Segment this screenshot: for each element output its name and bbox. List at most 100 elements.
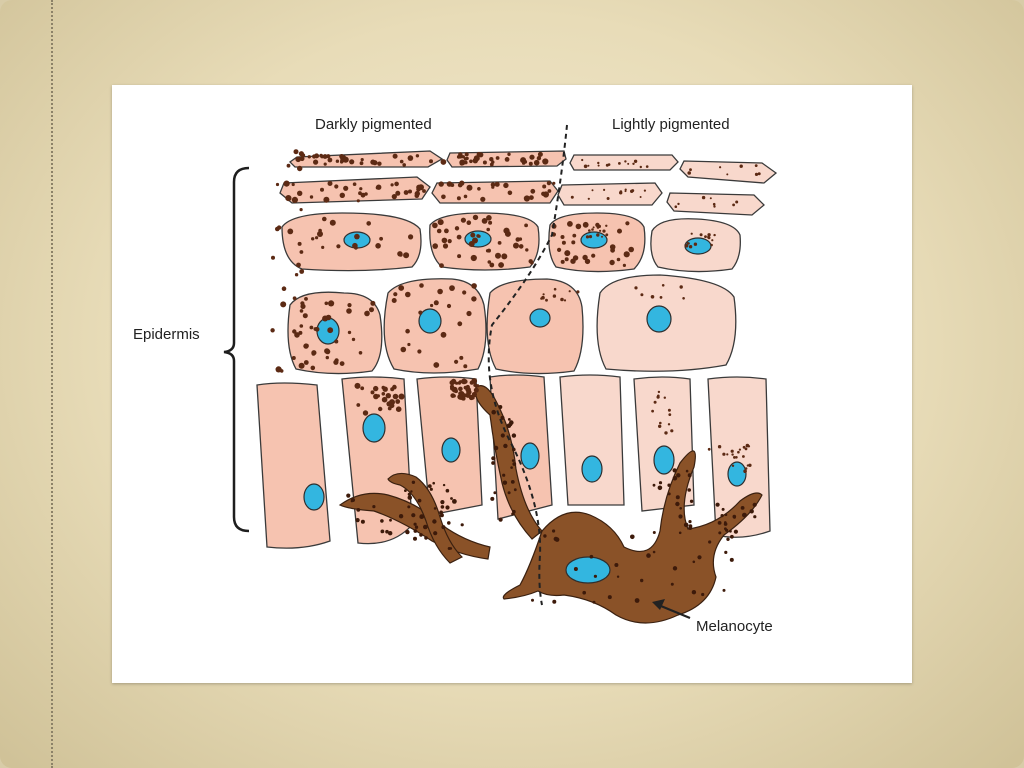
- melanin-granule: [349, 159, 355, 165]
- melanin-granule: [530, 188, 536, 194]
- nucleus: [362, 413, 386, 443]
- melanin-granule: [356, 403, 361, 407]
- melanin-granule: [542, 293, 545, 296]
- melanin-granule: [722, 588, 726, 592]
- melanin-granule: [623, 251, 630, 258]
- melanin-granule: [530, 261, 534, 265]
- melanin-granule: [745, 443, 750, 448]
- granular-cell-row: [279, 176, 765, 216]
- melanin-granule: [692, 560, 696, 564]
- melanin-granule: [432, 243, 439, 249]
- melanin-granule: [731, 464, 735, 467]
- melanin-granule: [335, 159, 340, 163]
- melanin-granule: [542, 191, 549, 198]
- melanin-granule: [670, 582, 674, 586]
- melanin-granule: [339, 154, 344, 159]
- melanin-granule: [739, 164, 743, 168]
- melanin-granule: [726, 173, 729, 176]
- melanin-granule: [711, 239, 714, 242]
- melanin-granule: [664, 431, 668, 435]
- melanin-granule: [458, 380, 463, 384]
- melanin-granule: [389, 518, 392, 522]
- melanin-granule: [667, 423, 671, 426]
- melanin-granule: [458, 391, 463, 396]
- melanin-granule: [715, 502, 720, 507]
- melanin-granule: [724, 513, 728, 517]
- melanin-granule: [618, 162, 621, 165]
- melanin-granule: [472, 214, 479, 221]
- melanin-granule: [461, 155, 465, 159]
- melanin-granule: [322, 315, 329, 322]
- melanin-granule: [591, 189, 594, 192]
- melanin-granule: [523, 195, 530, 202]
- melanin-granule: [275, 226, 280, 232]
- melanin-granule: [365, 310, 370, 315]
- melanin-granule: [407, 342, 411, 347]
- melanin-granule: [398, 514, 404, 519]
- melanin-granule: [299, 309, 304, 313]
- melanin-granule: [563, 299, 567, 302]
- melanin-granule: [439, 263, 444, 268]
- melanin-granule: [630, 189, 634, 193]
- melanin-granule: [749, 509, 754, 514]
- melanin-granule: [452, 499, 457, 504]
- melanin-granule: [323, 162, 327, 166]
- melanin-granule: [281, 286, 287, 291]
- melanin-granule: [498, 405, 503, 409]
- melanin-granule: [385, 529, 389, 534]
- melanin-granule: [547, 189, 552, 193]
- melanin-granule: [587, 197, 590, 200]
- melanin-granule: [359, 187, 363, 191]
- nucleus: [418, 308, 442, 334]
- melanin-granule: [748, 463, 752, 467]
- melanin-granule: [391, 194, 397, 200]
- melanin-granule: [400, 346, 407, 353]
- melanin-granule: [466, 310, 472, 317]
- melanin-granule: [310, 365, 316, 371]
- melanin-granule: [583, 164, 588, 169]
- melanin-granule: [450, 497, 453, 500]
- melanin-granule: [591, 253, 596, 258]
- melanin-granule: [732, 203, 735, 207]
- melanocyte-nucleus: [565, 556, 611, 584]
- melanin-granule: [511, 512, 515, 516]
- melanin-granule: [699, 233, 703, 237]
- melanin-granule: [297, 241, 302, 246]
- melanin-granule: [301, 153, 306, 158]
- melanin-granule: [419, 516, 423, 519]
- melanin-granule: [340, 160, 344, 164]
- melanin-granule: [688, 520, 692, 524]
- melanin-granule: [560, 235, 565, 239]
- melanin-granule: [510, 466, 513, 469]
- melanin-granule: [668, 413, 672, 416]
- melanin-granule: [507, 418, 511, 421]
- melanin-granule: [552, 181, 556, 185]
- melanin-granule: [427, 484, 432, 488]
- melanin-granule: [730, 449, 734, 453]
- melanin-granule: [513, 242, 519, 249]
- melanin-granule: [511, 459, 515, 462]
- melanin-granule: [370, 300, 376, 306]
- melanin-granule: [471, 296, 477, 302]
- melanin-granule: [481, 218, 488, 224]
- melanin-granule: [495, 252, 501, 259]
- melanin-granule: [509, 420, 514, 425]
- melanin-granule: [724, 550, 728, 554]
- melanin-granule: [523, 160, 528, 164]
- melanin-granule: [275, 182, 280, 187]
- melanin-granule: [325, 355, 329, 360]
- melanin-granule: [722, 452, 726, 456]
- melanin-granule: [436, 228, 442, 234]
- melanin-granule: [322, 154, 328, 159]
- melanin-granule: [552, 529, 556, 533]
- melanin-granule: [433, 300, 439, 306]
- melanin-granule: [707, 235, 710, 239]
- melanin-granule: [433, 507, 437, 510]
- melanin-granule: [360, 519, 365, 524]
- melanin-granule: [597, 164, 600, 167]
- melanin-granule: [404, 489, 407, 492]
- melanin-granule: [354, 233, 360, 240]
- melanin-granule: [683, 522, 689, 528]
- melanin-granule: [449, 285, 455, 291]
- melanin-granule: [450, 386, 455, 391]
